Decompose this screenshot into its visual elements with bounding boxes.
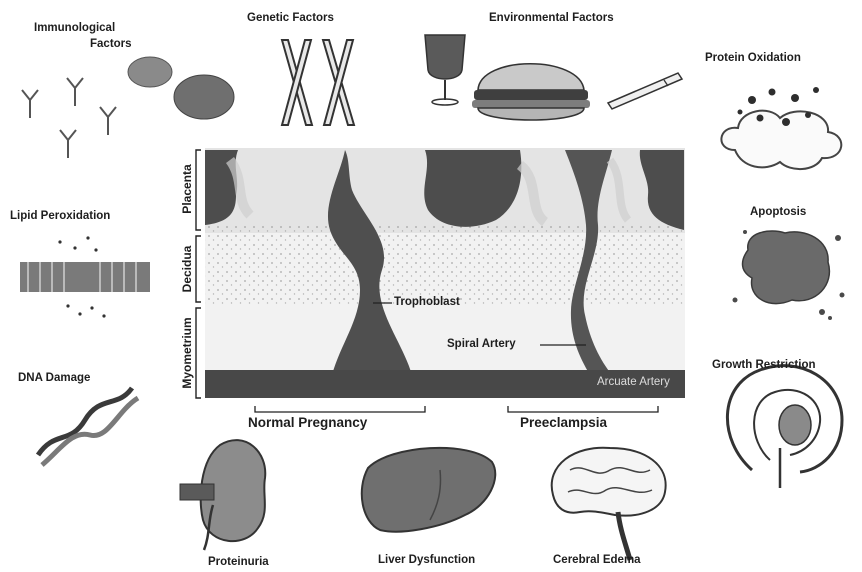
lipid-peroxidation-label: Lipid Peroxidation — [10, 210, 110, 222]
dna-damage-label: DNA Damage — [18, 372, 90, 384]
trophoblast-label: Trophoblast — [394, 296, 460, 308]
liver-dysfunction-label: Liver Dysfunction — [378, 554, 475, 566]
genetic-factors-label: Genetic Factors — [247, 12, 334, 24]
dna-helix-illustration — [38, 388, 138, 465]
preeclampsia-label: Preeclampsia — [520, 415, 607, 430]
brain-illustration — [552, 448, 666, 560]
liver-illustration — [362, 448, 496, 532]
kidney-illustration — [180, 440, 265, 550]
immunological-factors-label-line2: Factors — [90, 38, 132, 50]
immunological-factors-label-line1: Immunological — [34, 22, 115, 34]
protein-cloud-illustration — [721, 87, 841, 169]
antibodies-illustration — [22, 78, 116, 158]
placenta-layer-label: Placenta — [180, 144, 194, 234]
myometrium-layer-label: Myometrium — [180, 298, 194, 408]
cerebral-edema-label: Cerebral Edema — [553, 554, 641, 566]
arcuate-artery-label: Arcuate Artery — [597, 376, 670, 388]
burger-illustration — [472, 64, 590, 120]
normal-pregnancy-label: Normal Pregnancy — [248, 415, 367, 430]
spiral-artery-label: Spiral Artery — [447, 338, 516, 350]
wine-glass-illustration — [425, 35, 465, 105]
chromosome-illustration — [282, 40, 354, 125]
apoptosis-label: Apoptosis — [750, 206, 806, 218]
fetus-uterus-illustration — [727, 366, 842, 488]
cigarette-illustration — [608, 73, 682, 109]
uteroplacental-diagram — [196, 148, 685, 412]
apoptotic-cell-illustration — [733, 230, 845, 320]
proteinuria-label: Proteinuria — [208, 556, 269, 568]
growth-restriction-label: Growth Restriction — [712, 359, 816, 371]
protein-oxidation-label: Protein Oxidation — [705, 52, 801, 64]
lipid-membrane-illustration — [20, 236, 150, 317]
immune-cells-illustration — [128, 57, 234, 119]
environmental-factors-label: Environmental Factors — [489, 12, 614, 24]
